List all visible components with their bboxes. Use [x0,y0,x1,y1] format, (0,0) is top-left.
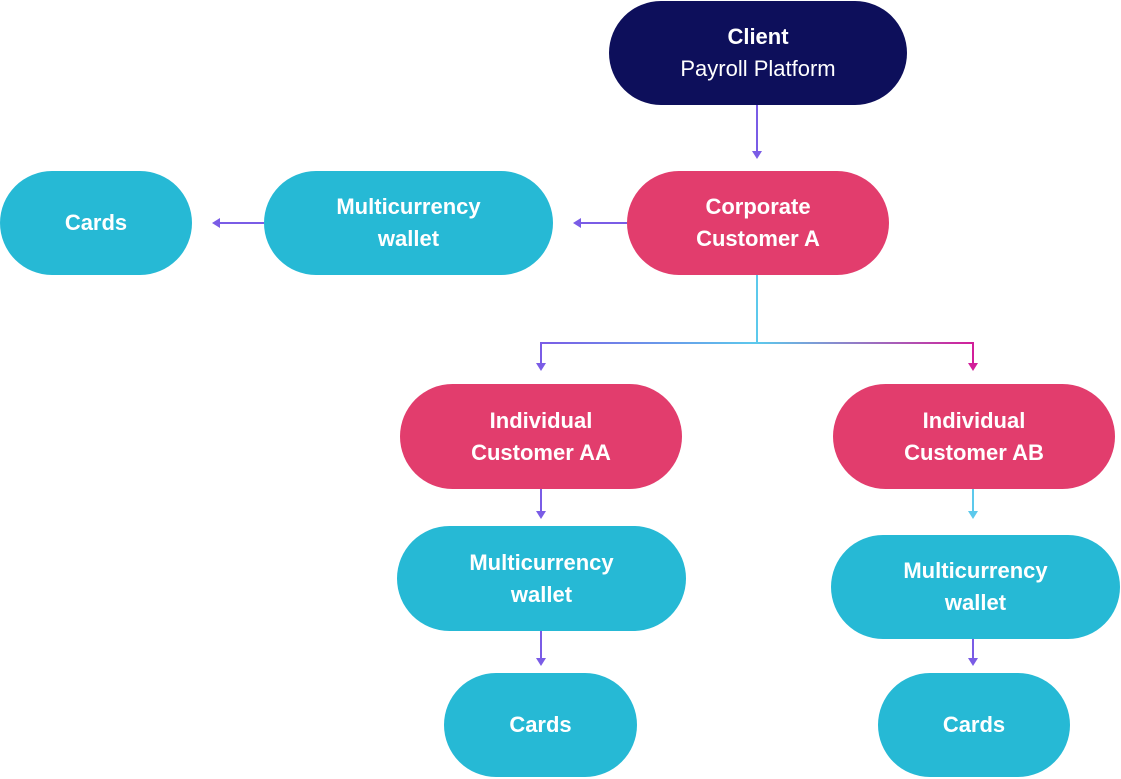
aa-wallet-line2: wallet [510,581,573,607]
individual-customer-ab-node: Individual Customer AB [833,384,1115,489]
aa-wallet-line1: Multicurrency [469,549,614,575]
aa-cards-node: Cards [444,673,637,777]
arrowhead-aa-to-wallet [536,511,546,519]
corporate-line1: Corporate [705,194,811,219]
corporate-wallet-line1: Multicurrency [336,194,481,219]
corporate-wallet-line2: wallet [377,226,440,251]
arrowhead-ab-wallet-to-cards [968,658,978,666]
arrowhead-branch-left [536,363,546,371]
corporate-customer-node: Corporate Customer A [627,171,889,275]
individual-aa-line1: Individual [489,407,593,433]
ab-wallet-line2: wallet [944,590,1007,615]
ab-cards-node: Cards [878,673,1070,777]
corporate-line2: Customer A [696,226,820,251]
ab-wallet-line1: Multicurrency [903,558,1048,583]
corporate-cards-label: Cards [64,210,128,235]
aa-cards-label: Cards [509,712,572,737]
client-node: Client Payroll Platform [609,1,907,105]
arrowhead-client-to-corporate [752,151,762,159]
aa-wallet-node: Multicurrency wallet [397,526,686,631]
ab-cards-label: Cards [942,712,1006,737]
arrowhead-wallet-to-cards [212,218,220,228]
individual-ab-line2: Customer AB [904,439,1044,465]
ab-wallet-node: Multicurrency wallet [831,535,1120,639]
arrowhead-branch-right [968,363,978,371]
individual-ab-line1: Individual [922,407,1026,433]
client-subtitle: Payroll Platform [680,56,836,81]
corporate-cards-node: Cards [0,171,192,275]
individual-customer-aa-node: Individual Customer AA [400,384,682,489]
arrowhead-ab-to-wallet [968,511,978,519]
individual-aa-line2: Customer AA [471,439,611,465]
arrowhead-corporate-to-wallet [573,218,581,228]
client-title: Client [727,24,789,49]
arrowhead-aa-wallet-to-cards [536,658,546,666]
corporate-wallet-node: Multicurrency wallet [264,171,553,275]
